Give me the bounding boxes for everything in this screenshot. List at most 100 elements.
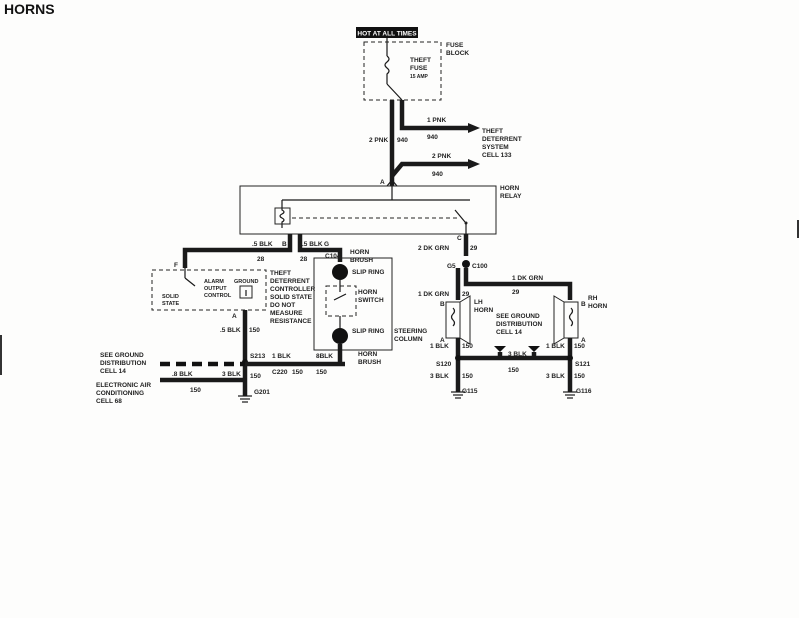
see-ground-2: DISTRIBUTION <box>100 360 147 367</box>
slip-ring-bottom <box>332 328 348 344</box>
theft-fuse-amp: 15 AMP <box>410 74 429 80</box>
wire-150j: 150 <box>574 373 585 380</box>
wire-150i: 150 <box>574 343 585 350</box>
see-gd-arrow-1 <box>494 346 506 352</box>
horn-relay-1: HORN <box>500 185 519 192</box>
lh-horn-coil <box>450 307 456 327</box>
connector-c104: C104 <box>325 253 341 260</box>
wire-2pnk-branch <box>390 161 470 178</box>
wire-5blk-mid: .5 BLK <box>302 241 323 248</box>
steering-column-1: STEERING <box>394 328 427 335</box>
connector-b-rh: B <box>581 301 586 308</box>
theft-system-1: THEFT <box>482 128 503 135</box>
arrow-theft <box>468 123 480 133</box>
page-title: HORNS <box>4 1 55 17</box>
wire-2pnk-label: 2 PNK <box>369 137 388 144</box>
power-label: HOT AT ALL TIMES <box>357 31 417 38</box>
theft-fuse-label-2: FUSE <box>410 65 428 72</box>
wire-8blk-elec: .8 BLK <box>172 371 193 378</box>
wire-1dkgrn-top: 1 DK GRN <box>512 275 543 282</box>
wire-150f: 150 <box>462 343 473 350</box>
connector-f-left: F <box>174 262 178 269</box>
relay-coil-box <box>274 207 291 225</box>
wire-5blk-28-left <box>182 234 293 268</box>
see-ground-3: CELL 14 <box>100 368 126 375</box>
horn-switch-contact <box>333 293 347 301</box>
solid-state-2: STATE <box>162 301 180 307</box>
controller-title-2: DETERRENT <box>270 278 310 285</box>
horn-switch-2: SWITCH <box>358 297 384 304</box>
controller-ground-box <box>239 285 253 299</box>
wire-29b: 29 <box>512 289 520 296</box>
splice-s213: S213 <box>250 353 266 360</box>
see-gd-arrow-2 <box>528 346 540 352</box>
theft-fuse-symbol <box>384 55 390 84</box>
wire-940c: 940 <box>432 171 443 178</box>
wire-1pnk-label: 1 PNK <box>427 117 446 124</box>
see-gd-horns-2: DISTRIBUTION <box>496 321 543 328</box>
connector-a-top-symbol <box>386 179 398 187</box>
wire-5blk-left: .5 BLK <box>252 241 273 248</box>
see-gd-horns-3: CELL 14 <box>496 329 522 336</box>
wire-2dkgrn-label: 2 DK GRN <box>418 245 449 252</box>
wire-5blk-150: .5 BLK <box>220 327 241 334</box>
steering-column-2: COLUMN <box>394 336 423 343</box>
wire-1dkgrn-rh <box>463 268 573 300</box>
controller-note-1: SOLID STATE <box>270 294 313 301</box>
connector-a-rh: A <box>581 337 586 344</box>
wire-1blk-rh: 1 BLK <box>546 343 565 350</box>
theft-system-4: CELL 133 <box>482 152 512 159</box>
connector-a-ctrl: A <box>232 313 237 320</box>
elec-air-1: ELECTRONIC AIR <box>96 382 151 389</box>
elec-air-2: CONDITIONING <box>96 390 144 397</box>
lh-horn-1: LH <box>474 299 483 306</box>
wire-150c: 150 <box>316 369 327 376</box>
lh-horn-bell <box>459 295 471 345</box>
rh-horn-coil <box>568 307 574 327</box>
fuse-block-outline <box>363 41 442 101</box>
controller-note-3: MEASURE <box>270 310 303 317</box>
controller-note-2: DO NOT <box>270 302 295 309</box>
wire-29a: 29 <box>470 245 478 252</box>
controller-ground: GROUND <box>234 279 258 285</box>
connector-c220: C220 <box>272 369 288 376</box>
wire-29c: 29 <box>462 291 470 298</box>
splice-s120-dot <box>455 355 461 361</box>
wire-150a: 150 <box>249 327 260 334</box>
wire-150b: 150 <box>292 369 303 376</box>
relay-contact <box>454 209 466 223</box>
fuse-block-label-2: BLOCK <box>446 50 469 57</box>
wire-3blk-g201: 3 BLK <box>222 371 241 378</box>
see-ground-1: SEE GROUND <box>100 352 144 359</box>
fuse-link <box>386 83 403 101</box>
horn-switch-box <box>325 285 357 317</box>
lh-horn-body <box>445 301 461 339</box>
horn-brush-bottom-1: HORN <box>358 351 377 358</box>
arrow-branch <box>468 159 480 169</box>
alarm-output-2: OUTPUT <box>204 286 227 292</box>
wire-8blk-horn: 8BLK <box>316 353 333 360</box>
wire-940a: 940 <box>397 137 408 144</box>
wire-150h: 150 <box>508 367 519 374</box>
ground-g201: G201 <box>254 389 270 396</box>
rh-horn-bell <box>553 295 565 345</box>
wire-2pnk-b-label: 2 PNK <box>432 153 451 160</box>
horn-switch-1: HORN <box>358 289 377 296</box>
wire-3blk-s121: 3 BLK <box>546 373 565 380</box>
steering-column-box <box>313 257 393 351</box>
wire-5blk-28-mid <box>297 234 343 262</box>
wire-150g: 150 <box>462 373 473 380</box>
wire-150e: 150 <box>250 373 261 380</box>
controller-note-4: RESISTANCE <box>270 318 312 325</box>
horn-relay-box <box>239 185 497 235</box>
slip-ring-top <box>332 264 348 280</box>
scan-edge-mark-left <box>0 335 2 375</box>
connector-c100: C100 <box>472 263 488 270</box>
connector-c100-dot <box>462 260 470 268</box>
horn-brush-top-1: HORN <box>350 249 369 256</box>
fuse-block-label-1: FUSE <box>446 42 464 49</box>
rh-horn-2: HORN <box>588 303 607 310</box>
theft-controller-box <box>151 269 267 311</box>
wire-1dkgrn-left: 1 DK GRN <box>418 291 449 298</box>
slip-ring-top-label: SLIP RING <box>352 269 384 276</box>
